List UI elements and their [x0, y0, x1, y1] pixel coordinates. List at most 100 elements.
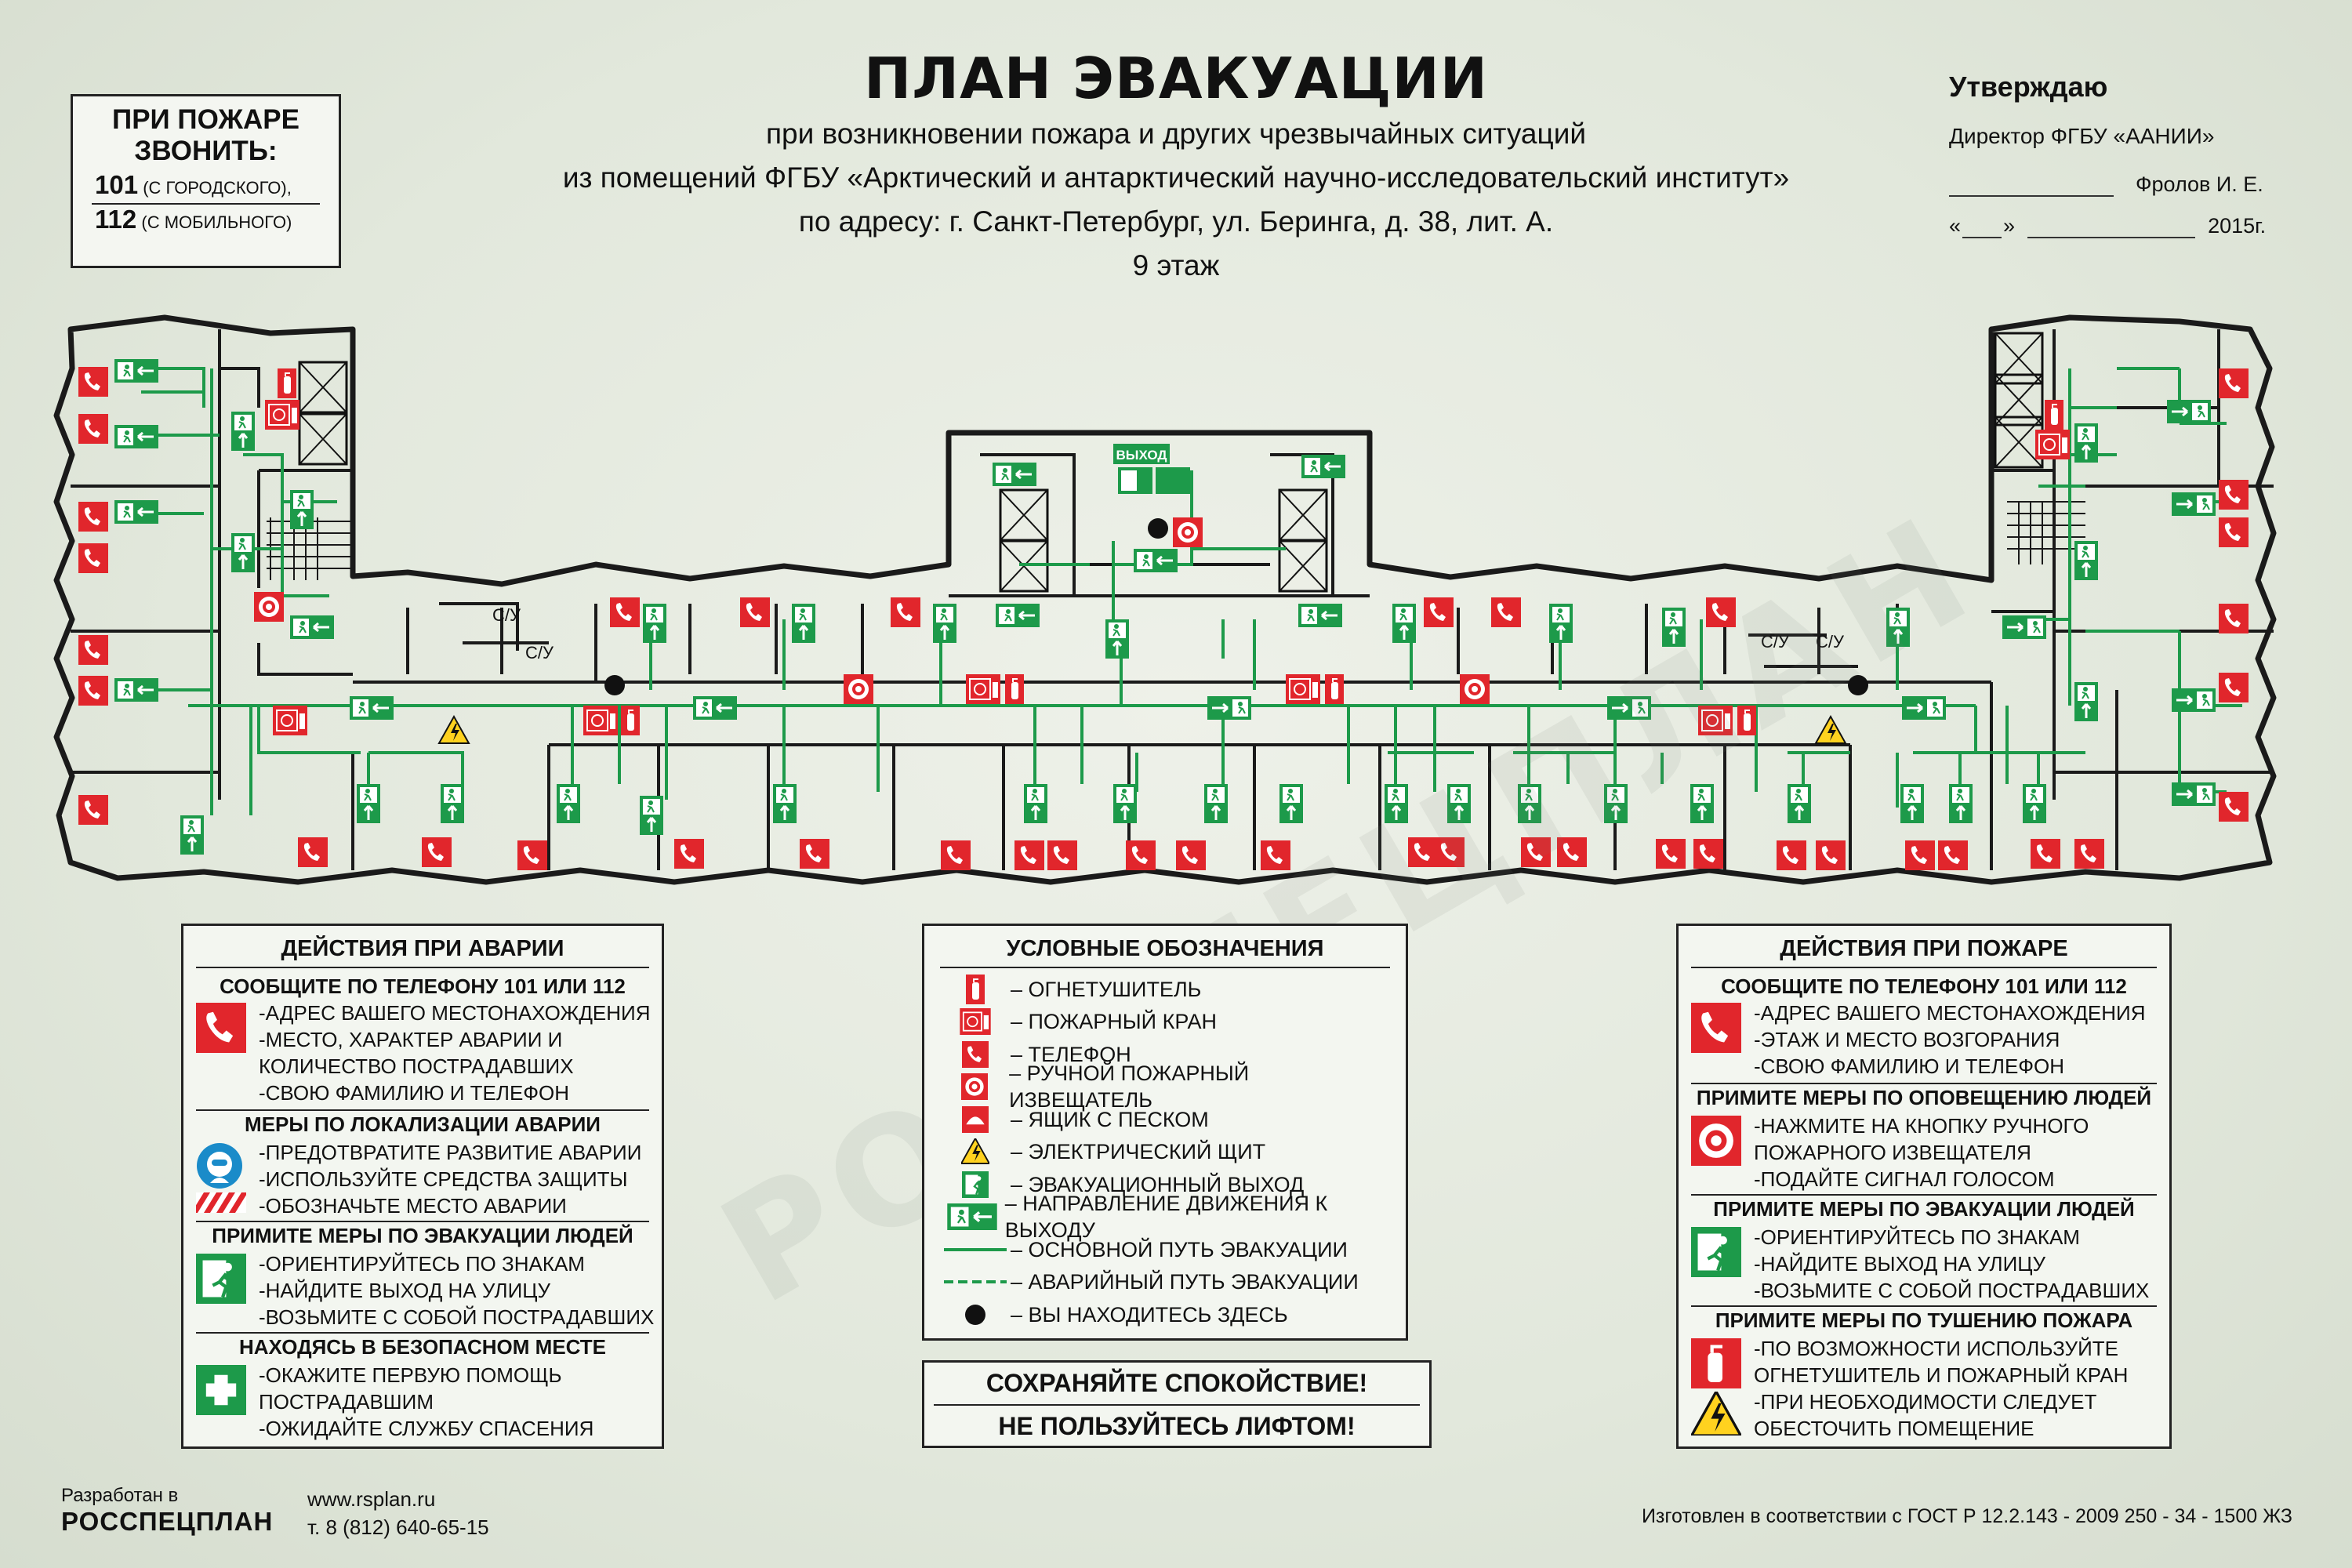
- emergency-exit-icon: [1691, 1227, 1741, 1277]
- accident-s3-title: ПРИМИТЕ МЕРЫ ПО ЭВАКУАЦИИ ЛЮДЕЙ: [196, 1221, 649, 1249]
- legend-item-you-are-here: – ВЫ НАХОДИТЕСЬ ЗДЕСЬ: [940, 1298, 1390, 1331]
- developer-contacts: www.rsplan.ru т. 8 (812) 640-65-15: [307, 1485, 489, 1541]
- fire-s4-line-1: -ПО ВОЗМОЖНОСТИ ИСПОЛЬЗУЙТЕ: [1754, 1337, 2118, 1360]
- accident-s4-line-1: -ОКАЖИТЕ ПЕРВУЮ ПОМОЩЬ: [259, 1363, 562, 1387]
- direction-arrow-signs: [113, 358, 2217, 808]
- fire-s2-title: ПРИМИТЕ МЕРЫ ПО ОПОВЕЩЕНИЮ ЛЮДЕЙ: [1691, 1083, 2157, 1111]
- hazard-stripe-icon: [196, 1192, 246, 1213]
- legend-label: – АВАРИЙНЫЙ ПУТЬ ЭВАКУАЦИИ: [1011, 1270, 1359, 1294]
- legend-panel: УСЛОВНЫЕ ОБОЗНАЧЕНИЯ – ОГНЕТУШИТЕЛЬ – ПО…: [922, 924, 1408, 1341]
- fire-s4-title: ПРИМИТЕ МЕРЫ ПО ТУШЕНИЮ ПОЖАРА: [1691, 1305, 2157, 1334]
- accident-s2-title: МЕРЫ ПО ЛОКАЛИЗАЦИИ АВАРИИ: [196, 1109, 649, 1138]
- call-note-city: (С ГОРОДСКОГО),: [143, 178, 292, 198]
- subtitle-line-3: по адресу: г. Санкт-Петербург, ул. Берин…: [798, 205, 1554, 238]
- calm-line-2: НЕ ПОЛЬЗУЙТЕСЬ ЛИФТОМ!: [998, 1412, 1356, 1440]
- accident-s1-line-1: -АДРЕС ВАШЕГО МЕСТОНАХОЖДЕНИЯ: [259, 1001, 651, 1025]
- accident-s2-line-1: -ПРЕДОТВРАТИТЕ РАЗВИТИЕ АВАРИИ: [259, 1141, 642, 1164]
- you-are-here-dot: [965, 1304, 985, 1325]
- emergency-route-line: [944, 1280, 1007, 1284]
- signature-line: [1949, 176, 2114, 197]
- calm-notice: СОХРАНЯЙТЕ СПОКОЙСТВИЕ! НЕ ПОЛЬЗУЙТЕСЬ Л…: [922, 1360, 1432, 1448]
- accident-s1-line-3: КОЛИЧЕСТВО ПОСТРАДАВШИХ: [259, 1054, 574, 1078]
- fire-s2-line-3: -ПОДАЙТЕ СИГНАЛ ГОЛОСОМ: [1754, 1167, 2055, 1191]
- accident-s4-title: НАХОДЯСЬ В БЕЗОПАСНОМ МЕСТЕ: [196, 1332, 649, 1360]
- legend-item-hydrant: – ПОЖАРНЫЙ КРАН: [940, 1006, 1390, 1039]
- approval-date-row: « » 2015г.: [1949, 214, 2310, 238]
- fire-s3-title: ПРИМИТЕ МЕРЫ ПО ЭВАКУАЦИИ ЛЮДЕЙ: [1691, 1194, 2157, 1222]
- wc-label-2: С/У: [525, 643, 554, 662]
- approval-signature-row: Фролов И. Е.: [1949, 172, 2310, 197]
- call-note-mobile: (С МОБИЛЬНОГО): [141, 212, 292, 232]
- fire-s2-line-1: -НАЖМИТЕ НА КНОПКУ РУЧНОГО: [1754, 1114, 2089, 1138]
- developer-company: РОССПЕЦПЛАН: [61, 1507, 274, 1536]
- legend-item-main-route: – ОСНОВНОЙ ПУТЬ ЭВАКУАЦИИ: [940, 1233, 1390, 1266]
- developer-website[interactable]: www.rsplan.ru: [307, 1487, 436, 1511]
- date-month-line: [2027, 218, 2196, 238]
- approval-year: 2015г.: [2208, 214, 2267, 238]
- electric-panel-icon: [1691, 1392, 1741, 1436]
- accident-s3-line-2: -НАЙДИТЕ ВЫХОД НА УЛИЦУ: [259, 1279, 551, 1302]
- direction-arrow-icon: [947, 1203, 998, 1231]
- fire-hydrant-icon: [960, 1008, 991, 1036]
- fire-actions-panel: ДЕЙСТВИЯ ПРИ ПОЖАРЕ СООБЩИТЕ ПО ТЕЛЕФОНУ…: [1676, 924, 2172, 1449]
- fire-s1-line-2: -ЭТАЖ И МЕСТО ВОЗГОРАНИЯ: [1754, 1028, 2060, 1051]
- page-title: ПЛАН ЭВАКУАЦИИ: [864, 45, 1488, 111]
- fire-s4-line-2: ОГНЕТУШИТЕЛЬ И ПОЖАРНЫЙ КРАН: [1754, 1363, 2129, 1387]
- call-heading-2: ЗВОНИТЬ:: [134, 136, 278, 166]
- accident-s1-line-4: -СВОЮ ФАМИЛИЮ И ТЕЛЕФОН: [259, 1081, 570, 1105]
- alarm-button-icon: [961, 1073, 989, 1101]
- approval-block: Утверждаю Директор ФГБУ «ААНИИ» Фролов И…: [1949, 71, 2310, 256]
- date-quote-close: »: [2003, 214, 2016, 238]
- fire-s4-line-3: -ПРИ НЕОБХОДИМОСТИ СЛЕДУЕТ: [1754, 1390, 2097, 1414]
- you-are-here-markers: [604, 518, 1868, 695]
- fire-s1-line-1: -АДРЕС ВАШЕГО МЕСТОНАХОЖДЕНИЯ: [1754, 1001, 2146, 1025]
- legend-item-sand-box: – ЯЩИК С ПЕСКОМ: [940, 1103, 1390, 1136]
- phone-icon: [962, 1040, 989, 1068]
- first-aid-icon: [196, 1365, 246, 1415]
- legend-item-extinguisher: – ОГНЕТУШИТЕЛЬ: [940, 973, 1390, 1006]
- accident-panel-title: ДЕЙСТВИЯ ПРИ АВАРИИ: [196, 935, 649, 968]
- call-row-mobile: 112 (С МОБИЛЬНОГО): [84, 206, 328, 236]
- call-number-city: 101: [95, 170, 139, 199]
- legend-label: – ЯЩИК С ПЕСКОМ: [1011, 1107, 1209, 1131]
- fire-s1-line-3: -СВОЮ ФАМИЛИЮ И ТЕЛЕФОН: [1754, 1054, 2065, 1078]
- legend-item-emergency-route: – АВАРИЙНЫЙ ПУТЬ ЭВАКУАЦИИ: [940, 1266, 1390, 1299]
- call-heading-1: ПРИ ПОЖАРЕ: [112, 104, 299, 135]
- electric-panels: [438, 716, 1846, 744]
- legend-item-electric: – ЭЛЕКТРИЧЕСКИЙ ЩИТ: [940, 1136, 1390, 1169]
- emergency-exit-icon: [196, 1254, 246, 1304]
- protective-mask-icon: [197, 1143, 242, 1189]
- wc-label-4: С/У: [1816, 632, 1845, 652]
- emergency-call-box: ПРИ ПОЖАРЕ ЗВОНИТЬ: 101 (С ГОРОДСКОГО), …: [71, 94, 341, 268]
- legend-label: – ЭВАКУАЦИОННЫЙ ВЫХОД: [1011, 1172, 1305, 1196]
- phone-icon: [1691, 1003, 1741, 1053]
- accident-s3-line-3: -ВОЗЬМИТЕ С СОБОЙ ПОСТРАДАВШИХ: [259, 1305, 655, 1329]
- date-day-line: [1962, 218, 2002, 238]
- legend-label: – ОСНОВНОЙ ПУТЬ ЭВАКУАЦИИ: [1011, 1237, 1348, 1261]
- legend-item-exit: – ЭВАКУАЦИОННЫЙ ВЫХОД: [940, 1168, 1390, 1201]
- extinguisher-icon: [966, 974, 985, 1004]
- accident-s4-line-2: ПОСТРАДАВШИМ: [259, 1390, 434, 1414]
- legend-label: – ВЫ НАХОДИТЕСЬ ЗДЕСЬ: [1011, 1302, 1288, 1327]
- accident-s1-line-2: -МЕСТО, ХАРАКТЕР АВАРИИ И: [259, 1028, 563, 1051]
- fire-s2-line-2: ПОЖАРНОГО ИЗВЕЩАТЕЛЯ: [1754, 1141, 2031, 1164]
- fire-s3-line-2: -НАЙДИТЕ ВЫХОД НА УЛИЦУ: [1754, 1252, 2046, 1276]
- developed-by-label: Разработан в: [61, 1485, 179, 1506]
- legend-label: – ПОЖАРНЫЙ КРАН: [1011, 1010, 1218, 1034]
- approval-heading: Утверждаю: [1949, 71, 2108, 103]
- accident-s4-line-3: -ОЖИДАЙТЕ СЛУЖБУ СПАСЕНИЯ: [259, 1417, 594, 1440]
- approval-position: Директор ФГБУ «ААНИИ»: [1949, 124, 2215, 148]
- interior-walls: [71, 329, 2274, 870]
- legend-label: – ЭЛЕКТРИЧЕСКИЙ ЩИТ: [1011, 1140, 1266, 1164]
- calm-line-1: СОХРАНЯЙТЕ СПОКОЙСТВИЕ!: [985, 1369, 1368, 1397]
- gost-standard-note: Изготовлен в соответствии с ГОСТ Р 12.2.…: [1641, 1505, 2292, 1527]
- fire-s3-line-1: -ОРИЕНТИРУЙТЕСЬ ПО ЗНАКАМ: [1754, 1225, 2080, 1249]
- legend-item-direction: – НАПРАВЛЕНИЕ ДВИЖЕНИЯ К ВЫХОДУ: [940, 1192, 1390, 1242]
- legend-item-phone: – ТЕЛЕФОН: [940, 1038, 1390, 1071]
- extinguisher-icon: [1691, 1338, 1741, 1388]
- legend-label: – ОГНЕТУШИТЕЛЬ: [1011, 977, 1202, 1001]
- subtitle-line-1: при возникновении пожара и других чрезвы…: [765, 118, 1587, 150]
- main-exit-sign: ВЫХОД: [1113, 444, 1190, 494]
- sand-box-icon: [962, 1105, 989, 1133]
